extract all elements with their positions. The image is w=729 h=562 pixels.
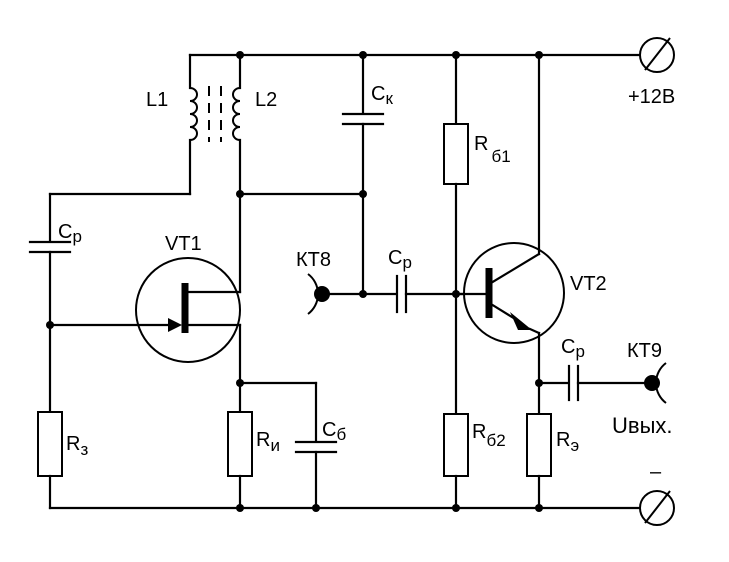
kt9-label: КТ9 — [627, 340, 662, 362]
capacitor-cp-right — [567, 364, 580, 402]
ck-label: Ск — [371, 83, 393, 108]
l1-label: L1 — [146, 89, 168, 111]
transistor-vt1 — [48, 257, 242, 363]
capacitor-ck — [341, 112, 385, 126]
capacitor-cp-middle — [395, 274, 408, 314]
output-voltage-label: Uвых. — [612, 413, 673, 438]
transistor-vt2 — [454, 242, 565, 344]
capacitor-cb — [294, 440, 338, 454]
resistor-rb2 — [443, 413, 469, 477]
capacitor-cp-left — [28, 240, 72, 254]
junction-dots — [46, 51, 543, 512]
terminal-minus — [639, 490, 675, 526]
kt8-label: КТ8 — [296, 249, 331, 271]
terminal-plus — [639, 37, 675, 73]
resistor-re — [526, 413, 552, 477]
ri-label: Rи — [256, 429, 280, 455]
test-point-kt8 — [307, 273, 365, 315]
transformer-l1-l2 — [188, 53, 242, 294]
re-label: Rэ — [556, 429, 579, 455]
test-point-kt9 — [644, 362, 667, 404]
vt2-label: VT2 — [570, 273, 607, 295]
resistor-rz — [37, 411, 63, 477]
rb1-label: Rб1 — [474, 133, 511, 166]
l2-label: L2 — [255, 89, 277, 111]
rb2-label: Rб2 — [472, 421, 506, 450]
cp-middle-label: Ср — [388, 247, 412, 272]
power-plus-label: +12В — [628, 86, 675, 108]
resistor-rb1 — [443, 123, 469, 185]
rz-label: Rз — [66, 433, 88, 459]
power-minus-label: – — [650, 461, 662, 483]
resistor-ri — [227, 411, 253, 477]
vt1-label: VT1 — [165, 233, 202, 255]
cp-left-label: Ср — [58, 221, 82, 246]
cb-label: Сб — [322, 419, 346, 444]
cp-right-label: Ср — [561, 336, 585, 361]
